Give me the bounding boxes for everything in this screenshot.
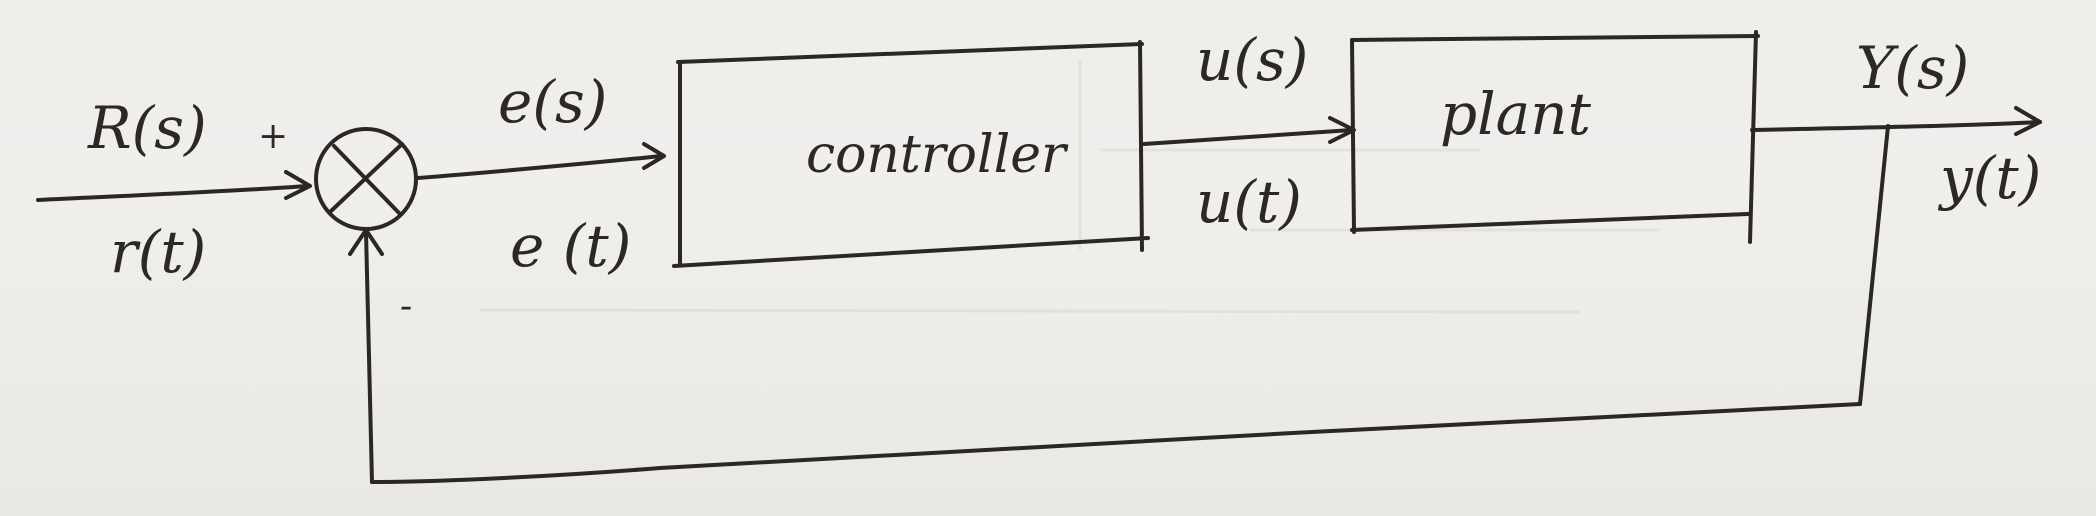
controller-block <box>672 40 1150 268</box>
reference-s-label: R(s) <box>87 94 207 162</box>
error-s-label: e(s) <box>498 68 607 136</box>
feedback-path <box>348 124 1890 484</box>
reference-t-label: r(t) <box>110 218 206 286</box>
controller-label: controller <box>806 125 1069 185</box>
minus-sign: - <box>400 286 412 327</box>
plus-sign: + <box>258 116 288 157</box>
control-signal-arrow <box>1142 116 1356 146</box>
error-arrow <box>416 142 666 180</box>
error-t-label: e (t) <box>510 212 631 280</box>
input-arrow <box>36 170 312 202</box>
output-t-label: y(t) <box>1937 144 2041 212</box>
control-t-label: u(t) <box>1196 168 1302 236</box>
plant-block <box>1350 30 1760 244</box>
summing-junction <box>314 127 418 231</box>
output-s-label: Y(s) <box>1856 34 1969 102</box>
paper-bleed-through <box>479 60 1660 314</box>
output-arrow <box>1750 106 2042 136</box>
plant-label: plant <box>1440 80 1592 148</box>
control-s-label: u(s) <box>1196 26 1308 94</box>
